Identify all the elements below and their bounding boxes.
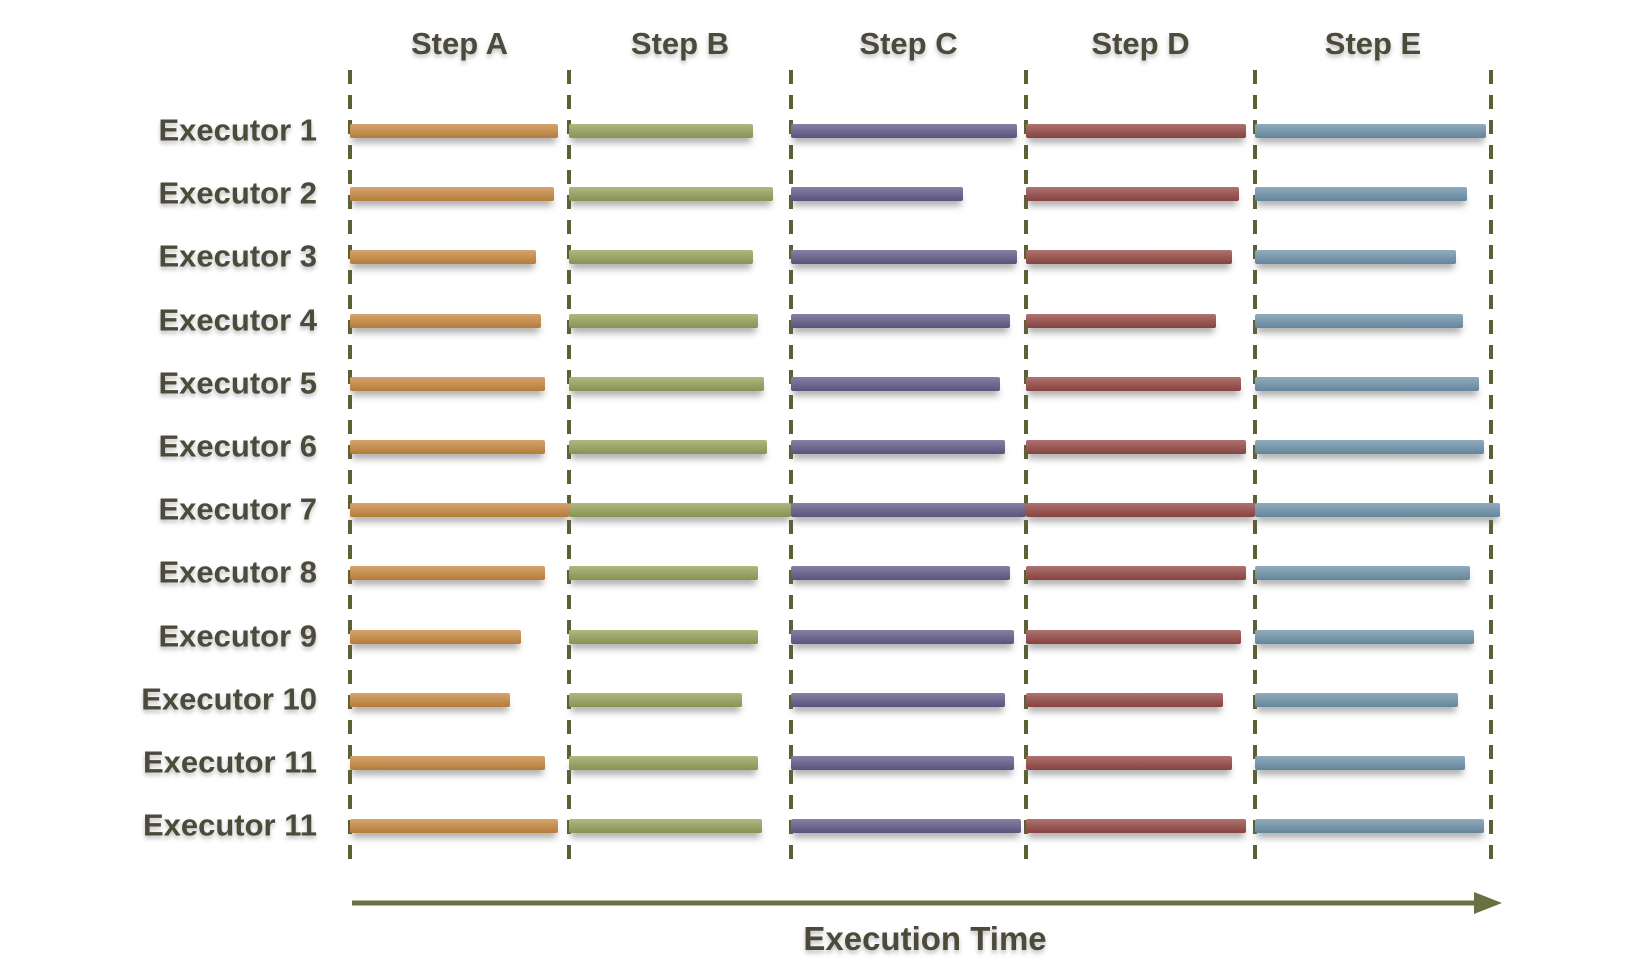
executor-row-label: Executor 5	[158, 365, 317, 401]
executor-row-label: Executor 11	[142, 744, 317, 780]
gantt-bar-step-e	[1255, 376, 1480, 391]
executor-row-label: Executor 9	[158, 618, 317, 654]
gantt-bar-step-a	[350, 756, 545, 770]
gantt-bar-step-d	[1026, 376, 1242, 391]
gantt-bar-step-d	[1026, 503, 1255, 518]
executor-row-label: Executor 3	[158, 238, 317, 274]
gantt-bar-step-e	[1255, 250, 1456, 265]
gantt-bar-step-b	[569, 629, 758, 644]
gantt-bar-step-c	[791, 819, 1022, 834]
gantt-bar-step-a	[350, 376, 545, 391]
executor-row-label: Executor 6	[158, 428, 317, 464]
gantt-bar-step-b	[569, 756, 758, 770]
gantt-bar-step-c	[791, 503, 1026, 518]
gantt-bar-step-e	[1255, 756, 1466, 770]
executor-row-label: Executor 2	[158, 175, 317, 211]
gantt-bar-step-e	[1255, 124, 1487, 138]
executor-row-label: Executor 7	[158, 491, 317, 527]
gantt-bar-step-d	[1026, 566, 1246, 581]
gantt-bar-step-e	[1255, 629, 1475, 644]
gantt-bar-step-b	[569, 313, 758, 328]
gantt-bar-step-c	[791, 629, 1015, 644]
executor-row-label: Executor 4	[158, 302, 317, 338]
gantt-bar-step-a	[350, 124, 559, 138]
gantt-bar-step-a	[350, 566, 545, 581]
gantt-bar-step-b	[569, 819, 763, 834]
x-axis-label: Execution Time	[803, 920, 1047, 957]
gantt-bar-step-d	[1026, 692, 1223, 707]
gantt-bar-step-d	[1026, 187, 1239, 202]
gantt-bar-step-c	[791, 756, 1015, 770]
gantt-bar-step-e	[1255, 819, 1484, 834]
gantt-bar-step-b	[569, 250, 754, 265]
executor-row-label: Executor 8	[158, 554, 317, 590]
gantt-bar-step-d	[1026, 819, 1246, 834]
gantt-bar-step-a	[350, 187, 554, 202]
gantt-bar-step-e	[1255, 503, 1501, 518]
gantt-bar-step-b	[569, 566, 758, 581]
step-header-step-e: Step E	[1324, 26, 1422, 61]
gantt-bar-step-b	[569, 503, 791, 518]
gantt-bar-step-b	[569, 376, 765, 391]
gantt-bar-step-b	[569, 187, 774, 202]
gantt-bar-step-e	[1255, 313, 1463, 328]
gantt-bar-step-c	[791, 313, 1010, 328]
gantt-bar-step-a	[350, 819, 559, 834]
gantt-bar-step-a	[350, 250, 537, 265]
gantt-bar-step-c	[791, 187, 963, 202]
step-header-step-b: Step B	[630, 26, 730, 61]
gantt-bar-step-d	[1026, 124, 1246, 138]
gantt-bar-step-c	[791, 440, 1005, 454]
gantt-bar-step-e	[1255, 692, 1458, 707]
gantt-bar-step-d	[1026, 440, 1246, 454]
gantt-bar-step-a	[350, 503, 569, 518]
gantt-bar-step-a	[350, 692, 510, 707]
gantt-bar-step-a	[350, 313, 541, 328]
gantt-bar-step-a	[350, 629, 521, 644]
gantt-bar-step-b	[569, 124, 754, 138]
step-header-step-c: Step C	[859, 26, 958, 61]
gantt-bar-step-e	[1255, 566, 1470, 581]
gantt-bar-step-c	[791, 376, 1001, 391]
gantt-bar-step-d	[1026, 756, 1233, 770]
gantt-bar-step-e	[1255, 187, 1468, 202]
executor-row-label: Executor 10	[141, 681, 317, 717]
executor-row-label: Executor 1	[158, 112, 317, 148]
time-axis-arrowhead-icon	[1474, 892, 1502, 914]
gantt-bar-step-b	[569, 692, 743, 707]
gantt-bar-step-c	[791, 566, 1010, 581]
step-header-step-a: Step A	[410, 26, 509, 61]
gantt-bar-step-b	[569, 440, 767, 454]
gantt-bar-step-e	[1255, 440, 1484, 454]
executor-row-label: Executor 11	[142, 807, 317, 843]
gantt-bar-step-d	[1026, 313, 1217, 328]
gantt-bar-step-d	[1026, 629, 1242, 644]
step-header-step-d: Step D	[1091, 26, 1190, 61]
gantt-bar-step-c	[791, 124, 1017, 138]
gantt-bar-step-c	[791, 250, 1017, 265]
gantt-bar-step-c	[791, 692, 1005, 707]
gantt-bar-step-a	[350, 440, 545, 454]
gantt-bar-step-d	[1026, 250, 1233, 265]
